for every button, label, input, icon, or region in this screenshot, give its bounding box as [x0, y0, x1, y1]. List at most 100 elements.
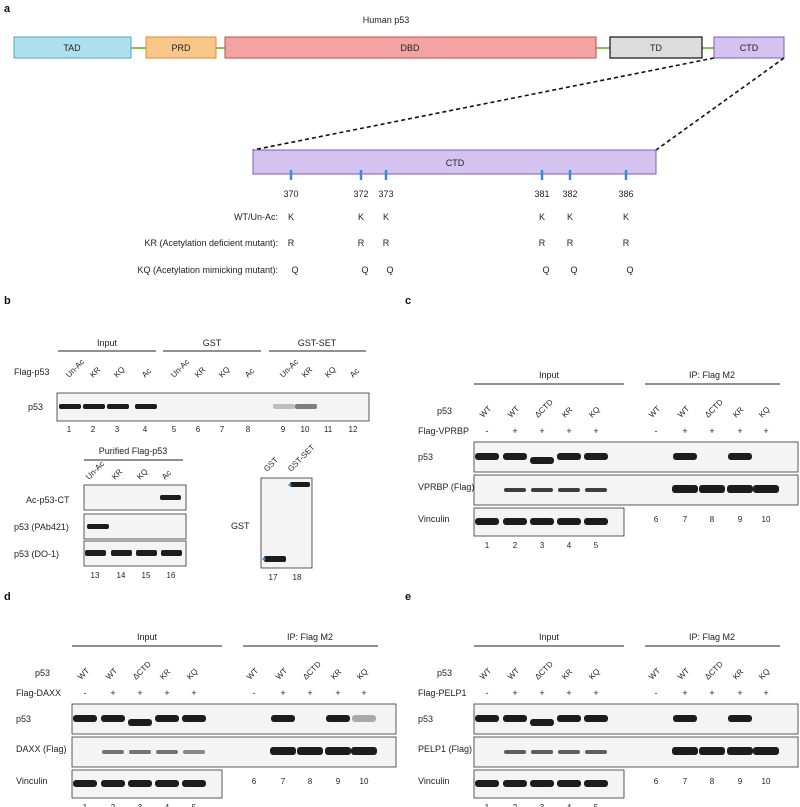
- purified-title: Purified Flag-p53: [99, 446, 168, 456]
- input-sign: -: [486, 426, 489, 436]
- input-lane-number: 3: [540, 803, 545, 807]
- input-lane-number: 3: [540, 541, 545, 550]
- lane-label: Un-Ac: [169, 357, 191, 379]
- residue: Q: [386, 265, 393, 275]
- band: [475, 453, 499, 460]
- input-sign: +: [191, 688, 196, 698]
- site-position: 372: [353, 189, 368, 199]
- input-lane-label: WT: [104, 666, 119, 681]
- input-sign: +: [593, 426, 598, 436]
- input-lane-number: 2: [111, 803, 116, 807]
- lane-number: 7: [220, 425, 225, 434]
- ip-lane-label: KR: [731, 667, 745, 681]
- ip-lane-label: KR: [731, 405, 745, 419]
- band: [325, 747, 351, 755]
- input-lane-label: ΔCTD: [533, 659, 555, 681]
- input-sign: +: [539, 688, 544, 698]
- input-lane-label: ΔCTD: [131, 659, 153, 681]
- input-lane-number: 5: [192, 803, 197, 807]
- ctd-zoom-box: [252, 149, 657, 175]
- residue: R: [623, 238, 630, 248]
- lane-label: KQ: [217, 365, 232, 380]
- input-lane-number: 5: [594, 541, 599, 550]
- lane-label: KQ: [112, 365, 127, 380]
- site-position: 382: [562, 189, 577, 199]
- band: [183, 750, 205, 754]
- band: [503, 453, 527, 460]
- input-lane-number: 3: [138, 803, 143, 807]
- band: [584, 715, 608, 722]
- residue: K: [288, 212, 294, 222]
- row-label-p53: p53: [437, 668, 452, 678]
- band: [584, 518, 608, 525]
- lane-label: Un-Ac: [64, 357, 86, 379]
- band: [753, 485, 779, 493]
- band: [102, 750, 124, 754]
- band: [530, 457, 554, 464]
- band: [585, 488, 607, 492]
- row-label-p53: p53: [437, 406, 452, 416]
- blot-label-ac-p53-ct: Ac-p53-CT: [26, 495, 70, 505]
- input-lane-number: 1: [83, 803, 88, 807]
- band: [73, 715, 97, 722]
- gst-band: [264, 556, 286, 562]
- band-do1: [85, 550, 106, 556]
- panel-letter-e: e: [405, 591, 411, 603]
- ip-lane-label: KQ: [757, 667, 772, 682]
- group-input: Input: [97, 338, 118, 348]
- band: [728, 715, 752, 722]
- purified-lane-number: 15: [142, 571, 151, 580]
- gst-gel: [260, 477, 313, 569]
- band: [531, 750, 553, 754]
- ip-lane-label: KQ: [355, 667, 370, 682]
- input-lane-label: ΔCTD: [533, 397, 555, 419]
- band: [73, 780, 97, 787]
- lane-label: Un-Ac: [278, 357, 300, 379]
- band: [753, 747, 779, 755]
- ip-lane-number: 7: [683, 777, 688, 786]
- band: [475, 780, 499, 787]
- band: [503, 715, 527, 722]
- residue: R: [539, 238, 546, 248]
- band: [475, 518, 499, 525]
- ip-lane-label: ΔCTD: [703, 659, 725, 681]
- input-sign: +: [512, 426, 517, 436]
- input-sign: +: [566, 426, 571, 436]
- band: [531, 488, 553, 492]
- band: [155, 780, 179, 787]
- row-label-flag: Flag-PELP1: [418, 688, 467, 698]
- band: [557, 780, 581, 787]
- input-title: Input: [539, 632, 560, 642]
- panel-letter-c: c: [405, 295, 411, 307]
- residue: R: [288, 238, 295, 248]
- row-label-p53: p53: [35, 668, 50, 678]
- site-position: 370: [283, 189, 298, 199]
- residue: Q: [626, 265, 633, 275]
- residue: K: [567, 212, 573, 222]
- ip-sign: +: [763, 426, 768, 436]
- band-do1: [111, 550, 132, 556]
- band: [156, 750, 178, 754]
- blot-label-flag: DAXX (Flag): [16, 744, 67, 754]
- gst-marker-dot: [262, 557, 266, 561]
- residue: K: [383, 212, 389, 222]
- band: [101, 780, 125, 787]
- domain-td-box: [609, 36, 703, 59]
- band: [557, 453, 581, 460]
- band: [699, 747, 725, 755]
- ip-sign: +: [709, 688, 714, 698]
- ip-lane-number: 10: [762, 777, 771, 786]
- purified-lane-number: 13: [91, 571, 100, 580]
- domain-prd-box: [145, 36, 217, 59]
- ip-lane-number: 8: [308, 777, 313, 786]
- band: [295, 404, 317, 409]
- input-lane-label: KR: [560, 667, 574, 681]
- band: [503, 518, 527, 525]
- input-lane-label: WT: [76, 666, 91, 681]
- band: [585, 750, 607, 754]
